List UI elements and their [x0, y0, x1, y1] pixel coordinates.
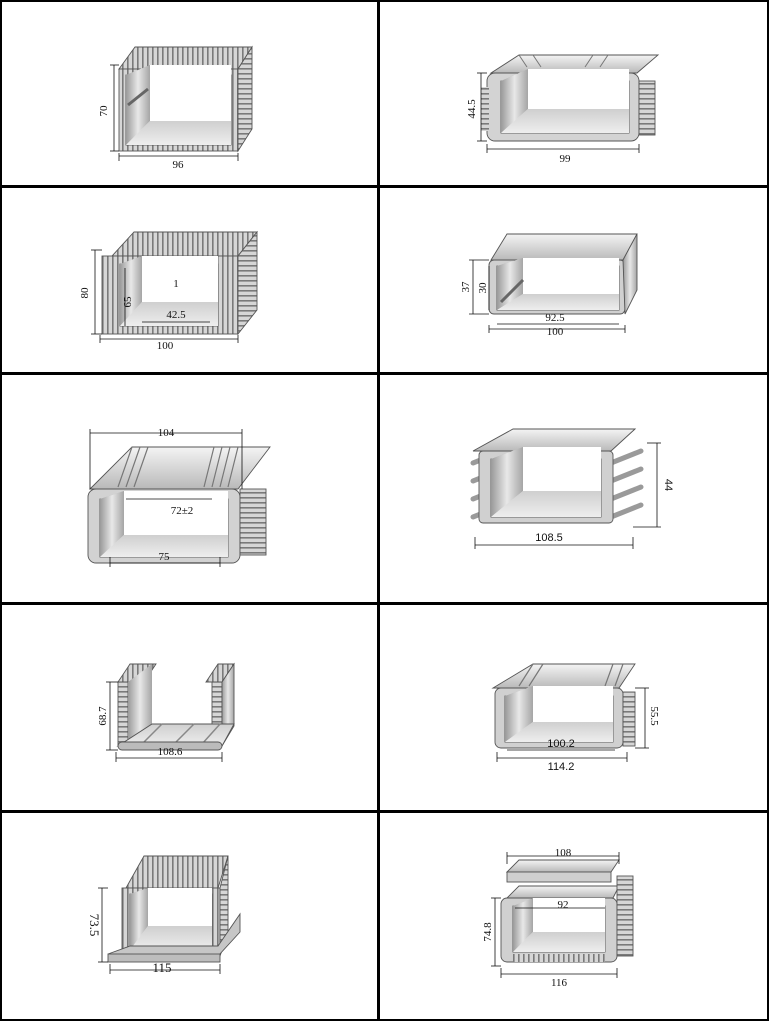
- dim-width: 115: [152, 960, 171, 975]
- dim-top-width: 104: [158, 427, 175, 439]
- dim-height: 68.7: [97, 706, 109, 726]
- dim-height: 44: [662, 479, 674, 491]
- profile-drawing-8: 55.5 100.2 114.2: [491, 663, 660, 773]
- dim-width: 108.6: [158, 746, 183, 758]
- dim-inner-width: 42.5: [166, 309, 186, 321]
- profile-drawing-5: 104 72±2 75: [87, 427, 271, 567]
- dim-fin-gap: 1: [173, 278, 179, 290]
- profile-cell-1: 70 96: [2, 3, 376, 184]
- dim-width: 114.2: [548, 761, 575, 773]
- profile-drawing-9: 73.5 115: [87, 855, 241, 975]
- grid-divider-row-3: [0, 602, 769, 605]
- grid-divider-row-1: [0, 185, 769, 188]
- dim-width: 99: [560, 153, 572, 165]
- profile-drawing-3: 80 65 1 42.5 100: [79, 230, 258, 352]
- profile-cell-10: 108 92 74.8 116: [383, 814, 765, 1018]
- profile-cell-6: 44 108.5: [383, 377, 765, 601]
- profile-cell-7: 68.7 108.6: [2, 606, 376, 808]
- profile-cell-3: 80 65 1 42.5 100: [2, 190, 376, 371]
- dim-outer-height: 37: [460, 281, 472, 293]
- dim-inner-width: 100.2: [547, 738, 575, 750]
- profile-drawing-7: 68.7 108.6: [97, 662, 235, 762]
- grid-divider-row-4: [0, 810, 769, 813]
- grid-divider-vertical: [377, 0, 380, 1021]
- dim-height: 70: [98, 105, 110, 117]
- dim-inner-width: 92.5: [545, 312, 565, 324]
- dim-bottom-width: 75: [159, 551, 171, 563]
- dim-inner-width: 92: [558, 899, 569, 911]
- dim-inner-height: 65: [122, 296, 134, 308]
- profile-cell-2: 44.5 99: [383, 3, 765, 184]
- profile-cell-8: 55.5 100.2 114.2: [383, 606, 765, 808]
- dim-width: 108.5: [535, 532, 563, 544]
- dim-width: 116: [551, 977, 568, 989]
- profile-cell-5: 104 72±2 75: [2, 377, 376, 601]
- dim-inner-height: 30: [477, 282, 489, 294]
- dim-height: 80: [79, 287, 91, 299]
- dim-inner-width: 72±2: [171, 505, 194, 517]
- dim-height: 73.5: [87, 914, 102, 937]
- profile-drawing-1: 70 96: [98, 45, 253, 171]
- profile-drawing-2: 44.5 99: [466, 54, 660, 165]
- profile-drawing-10: 108 92 74.8 116: [482, 847, 634, 989]
- grid-divider-row-2: [0, 372, 769, 375]
- dim-height: 44.5: [466, 99, 478, 119]
- dim-height: 74.8: [482, 922, 494, 942]
- dim-top-width: 108: [555, 847, 572, 859]
- dim-width: 100: [547, 326, 564, 338]
- dim-width: 96: [173, 159, 185, 171]
- profile-drawing-4: 37 30 92.5 100: [460, 233, 638, 338]
- profile-cell-4: 37 30 92.5 100: [383, 190, 765, 371]
- dim-width: 100: [157, 340, 174, 352]
- profile-drawing-6: 44 108.5: [470, 428, 674, 549]
- dim-height: 55.5: [648, 706, 660, 726]
- profile-cell-9: 73.5 115: [2, 814, 376, 1018]
